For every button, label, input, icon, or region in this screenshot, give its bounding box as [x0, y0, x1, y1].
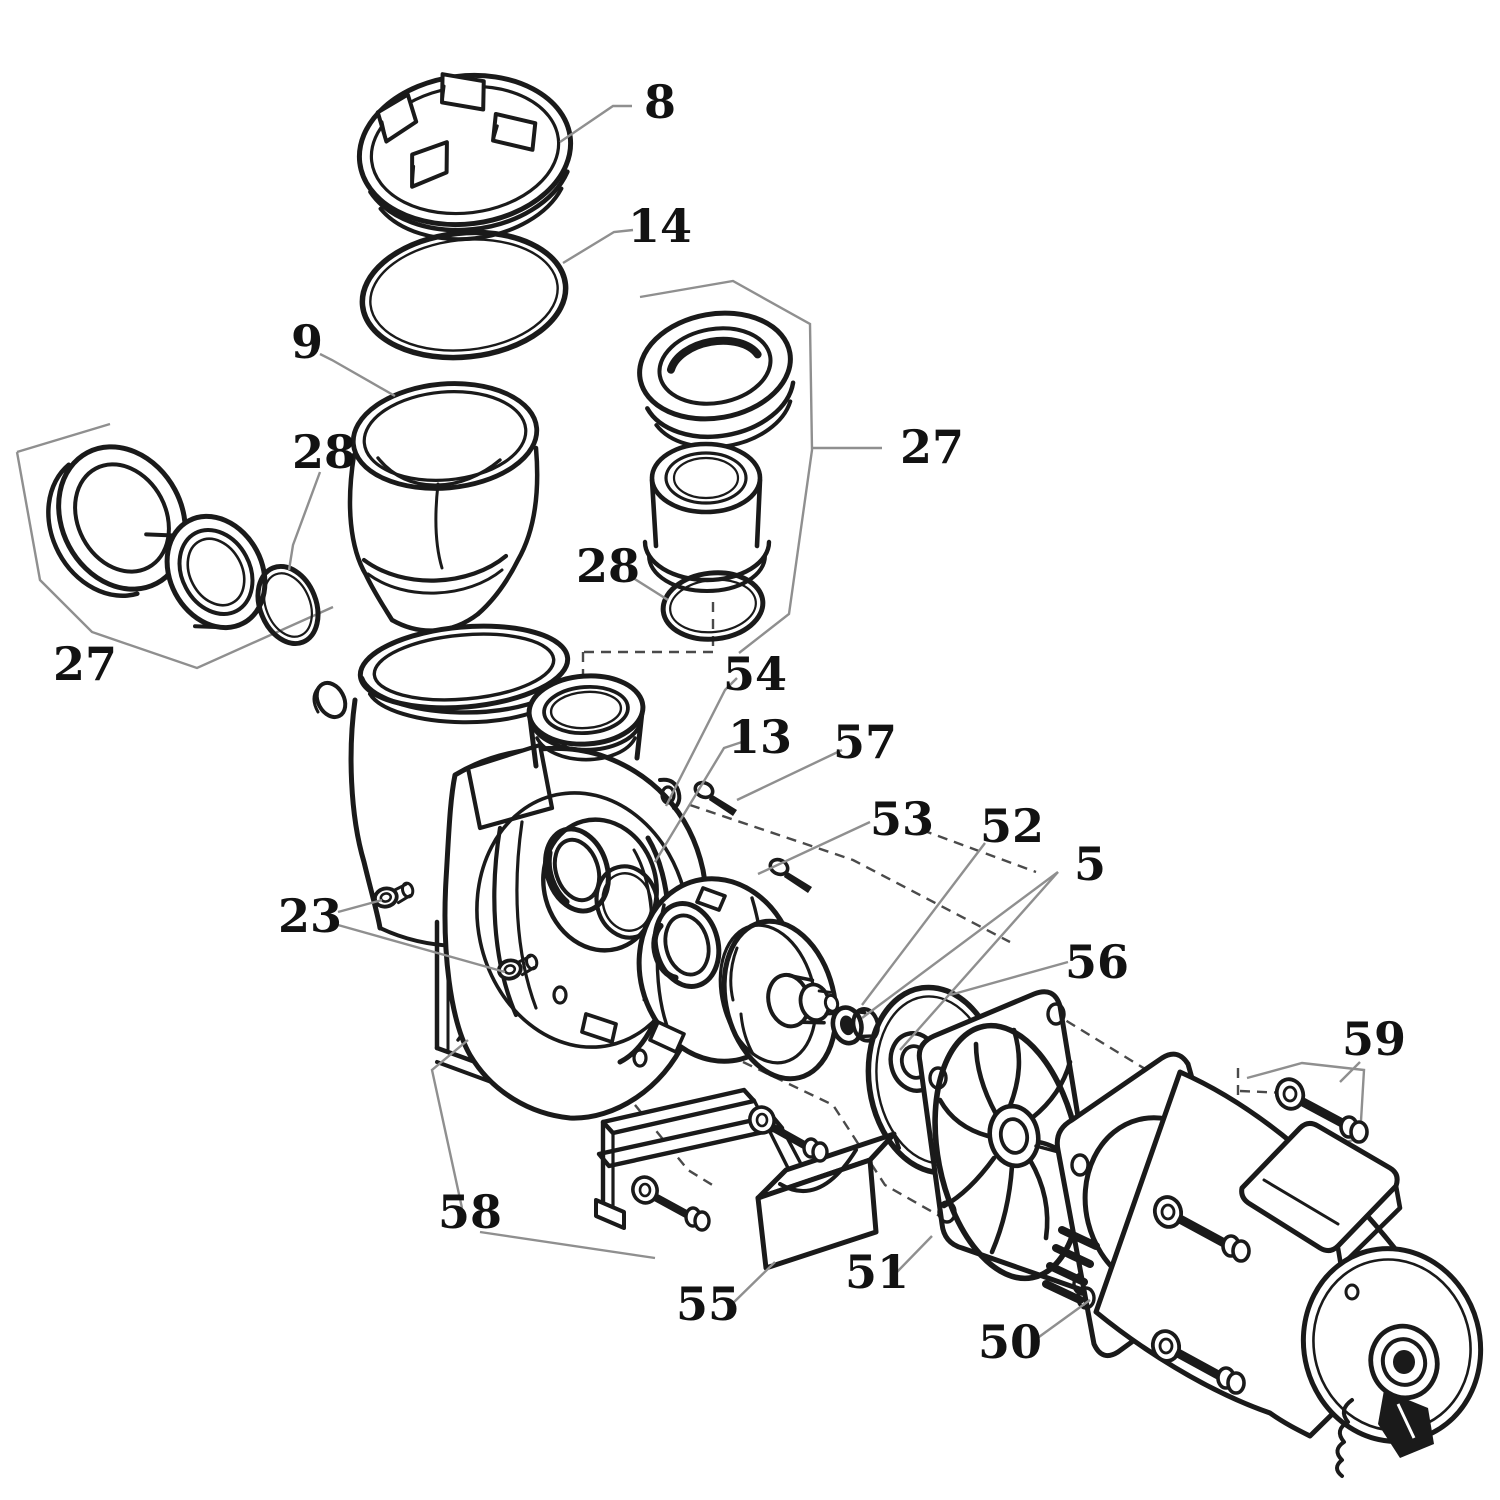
leader-54	[664, 677, 738, 807]
drain-plug-lower	[497, 953, 539, 981]
label-5: 5	[1074, 837, 1106, 891]
label-27-left: 27	[53, 637, 117, 691]
leader-50	[1031, 1299, 1091, 1343]
leader-58b	[479, 1230, 656, 1260]
union-fitting-right	[637, 310, 796, 593]
leader-53	[757, 820, 871, 876]
seal-plate-spokes	[937, 1027, 1081, 1255]
leader-5a	[861, 871, 1059, 1019]
leader-56	[949, 960, 1069, 997]
label-28-left: 28	[292, 425, 356, 479]
seal-spring-half	[830, 1005, 880, 1046]
motor-through-bolt-lower	[1150, 1329, 1246, 1395]
leader-23a	[337, 898, 383, 914]
label-28-right: 28	[576, 539, 640, 593]
label-27-right: 27	[900, 420, 964, 474]
pump-housing	[442, 673, 711, 1121]
leader-59	[1339, 1061, 1361, 1083]
bracket-bolt-upper	[748, 1105, 829, 1163]
part-labels: 8 14 9 28 27 27 28 54 13 57 53 52 5 56 5…	[53, 75, 1406, 1369]
union-adapter-right	[642, 441, 772, 593]
leader-28-left	[287, 471, 322, 571]
label-50: 50	[978, 1315, 1042, 1369]
motor-bolts	[1274, 1077, 1369, 1144]
union-left-group-outline	[15, 422, 334, 670]
bracket-bolt-lower	[631, 1175, 711, 1232]
label-8: 8	[644, 75, 676, 129]
label-53: 53	[870, 792, 934, 846]
dash-plate-to-flange-top	[1051, 1010, 1151, 1074]
suction-eye	[543, 826, 611, 914]
motor-louvers	[1042, 1226, 1100, 1304]
leader-13	[653, 740, 743, 863]
leader-9	[319, 352, 396, 398]
label-13: 13	[728, 710, 792, 764]
motor-rear-cap	[1300, 1246, 1484, 1478]
oring-left	[255, 563, 321, 647]
leader-52	[861, 842, 986, 1006]
label-55: 55	[676, 1277, 740, 1331]
screw-a	[693, 780, 737, 816]
conduit-box	[1239, 1120, 1403, 1269]
lid-cross-handle	[375, 72, 538, 189]
label-59: 59	[1342, 1012, 1406, 1066]
label-51: 51	[845, 1245, 909, 1299]
label-57: 57	[833, 715, 897, 769]
leader-5b	[899, 871, 1059, 1051]
union-right-group-outline	[639, 279, 814, 654]
leader-28-right	[629, 574, 669, 602]
label-23: 23	[278, 889, 342, 943]
leader-58a	[430, 1039, 469, 1209]
screws-57	[693, 780, 812, 893]
label-52: 52	[980, 799, 1044, 853]
screw-b	[768, 857, 812, 893]
leader-55	[729, 1261, 776, 1307]
drain-plugs	[373, 881, 539, 981]
leader-8	[559, 104, 632, 143]
leader-14	[562, 228, 634, 265]
label-14: 14	[628, 199, 692, 253]
label-54: 54	[723, 647, 787, 701]
lid-oring	[359, 229, 569, 361]
impeller-hub	[766, 972, 840, 1029]
leader-23b	[337, 923, 506, 974]
strainer-basket	[347, 381, 540, 633]
label-58: 58	[438, 1185, 502, 1239]
oring-right	[660, 570, 766, 642]
leader-51	[896, 1235, 933, 1273]
impeller	[718, 918, 840, 1082]
leader-lines	[287, 104, 1361, 1343]
strainer-lid	[356, 72, 574, 242]
base-bracket	[594, 1087, 901, 1271]
label-56: 56	[1065, 935, 1129, 989]
seal-plate	[916, 989, 1106, 1296]
discharge-port	[526, 673, 646, 769]
motor	[1042, 1051, 1484, 1478]
dash-axis-upper	[689, 803, 1011, 944]
union-fitting-left	[46, 444, 268, 631]
leader-57	[736, 748, 843, 802]
motor-through-bolt-upper	[1152, 1195, 1251, 1263]
label-9: 9	[291, 315, 323, 369]
drain-plug-upper	[373, 881, 415, 909]
